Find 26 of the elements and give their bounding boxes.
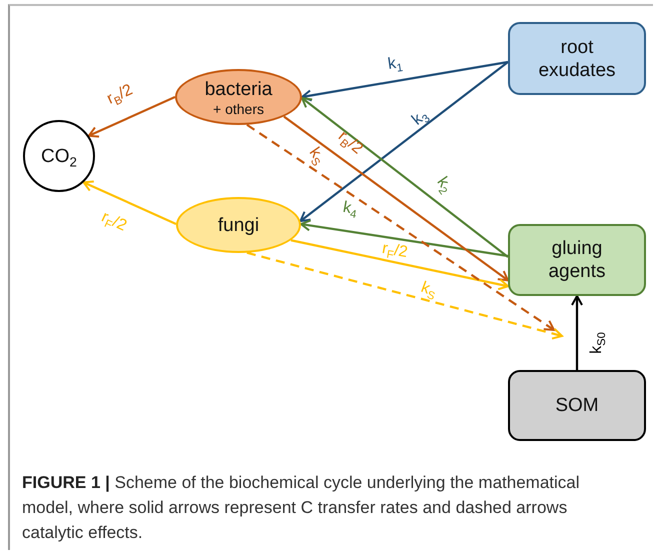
arrow bbox=[299, 61, 509, 222]
figure-caption: FIGURE 1 | Scheme of the biochemical cycle underlying the mathematical model, where solid arrows represent C transfer rates and dashed arrows catalytic effects. bbox=[22, 472, 581, 544]
node-label: CO$_{2}$ bbox=[41, 144, 77, 168]
edge-label: k$_{1}$ bbox=[386, 54, 404, 74]
pool-box bbox=[508, 370, 646, 441]
dashed-arrow bbox=[246, 252, 563, 340]
edge-label: k$_{4}$ bbox=[342, 198, 358, 220]
edge-label: r$_{B}$/2 bbox=[104, 81, 136, 109]
dashed-arrow bbox=[246, 124, 555, 331]
arrow bbox=[82, 180, 176, 225]
pool-box bbox=[508, 22, 646, 95]
node-label: root exudates bbox=[537, 36, 617, 82]
pool-box bbox=[508, 224, 646, 296]
arrow bbox=[300, 219, 508, 258]
arrow bbox=[301, 60, 508, 102]
arrow bbox=[88, 96, 176, 138]
arrow bbox=[283, 116, 509, 282]
edge-label: r$_{F}$/2 bbox=[380, 240, 409, 262]
node-label: gluing agents bbox=[547, 237, 607, 283]
arrow bbox=[300, 96, 509, 258]
node-label: fungi bbox=[218, 214, 260, 236]
arrow bbox=[290, 239, 509, 290]
node-label: bacteria bbox=[204, 78, 272, 100]
node-sublabel: + others bbox=[213, 100, 264, 116]
arrow bbox=[571, 295, 583, 370]
node-label: SOM bbox=[555, 394, 599, 417]
